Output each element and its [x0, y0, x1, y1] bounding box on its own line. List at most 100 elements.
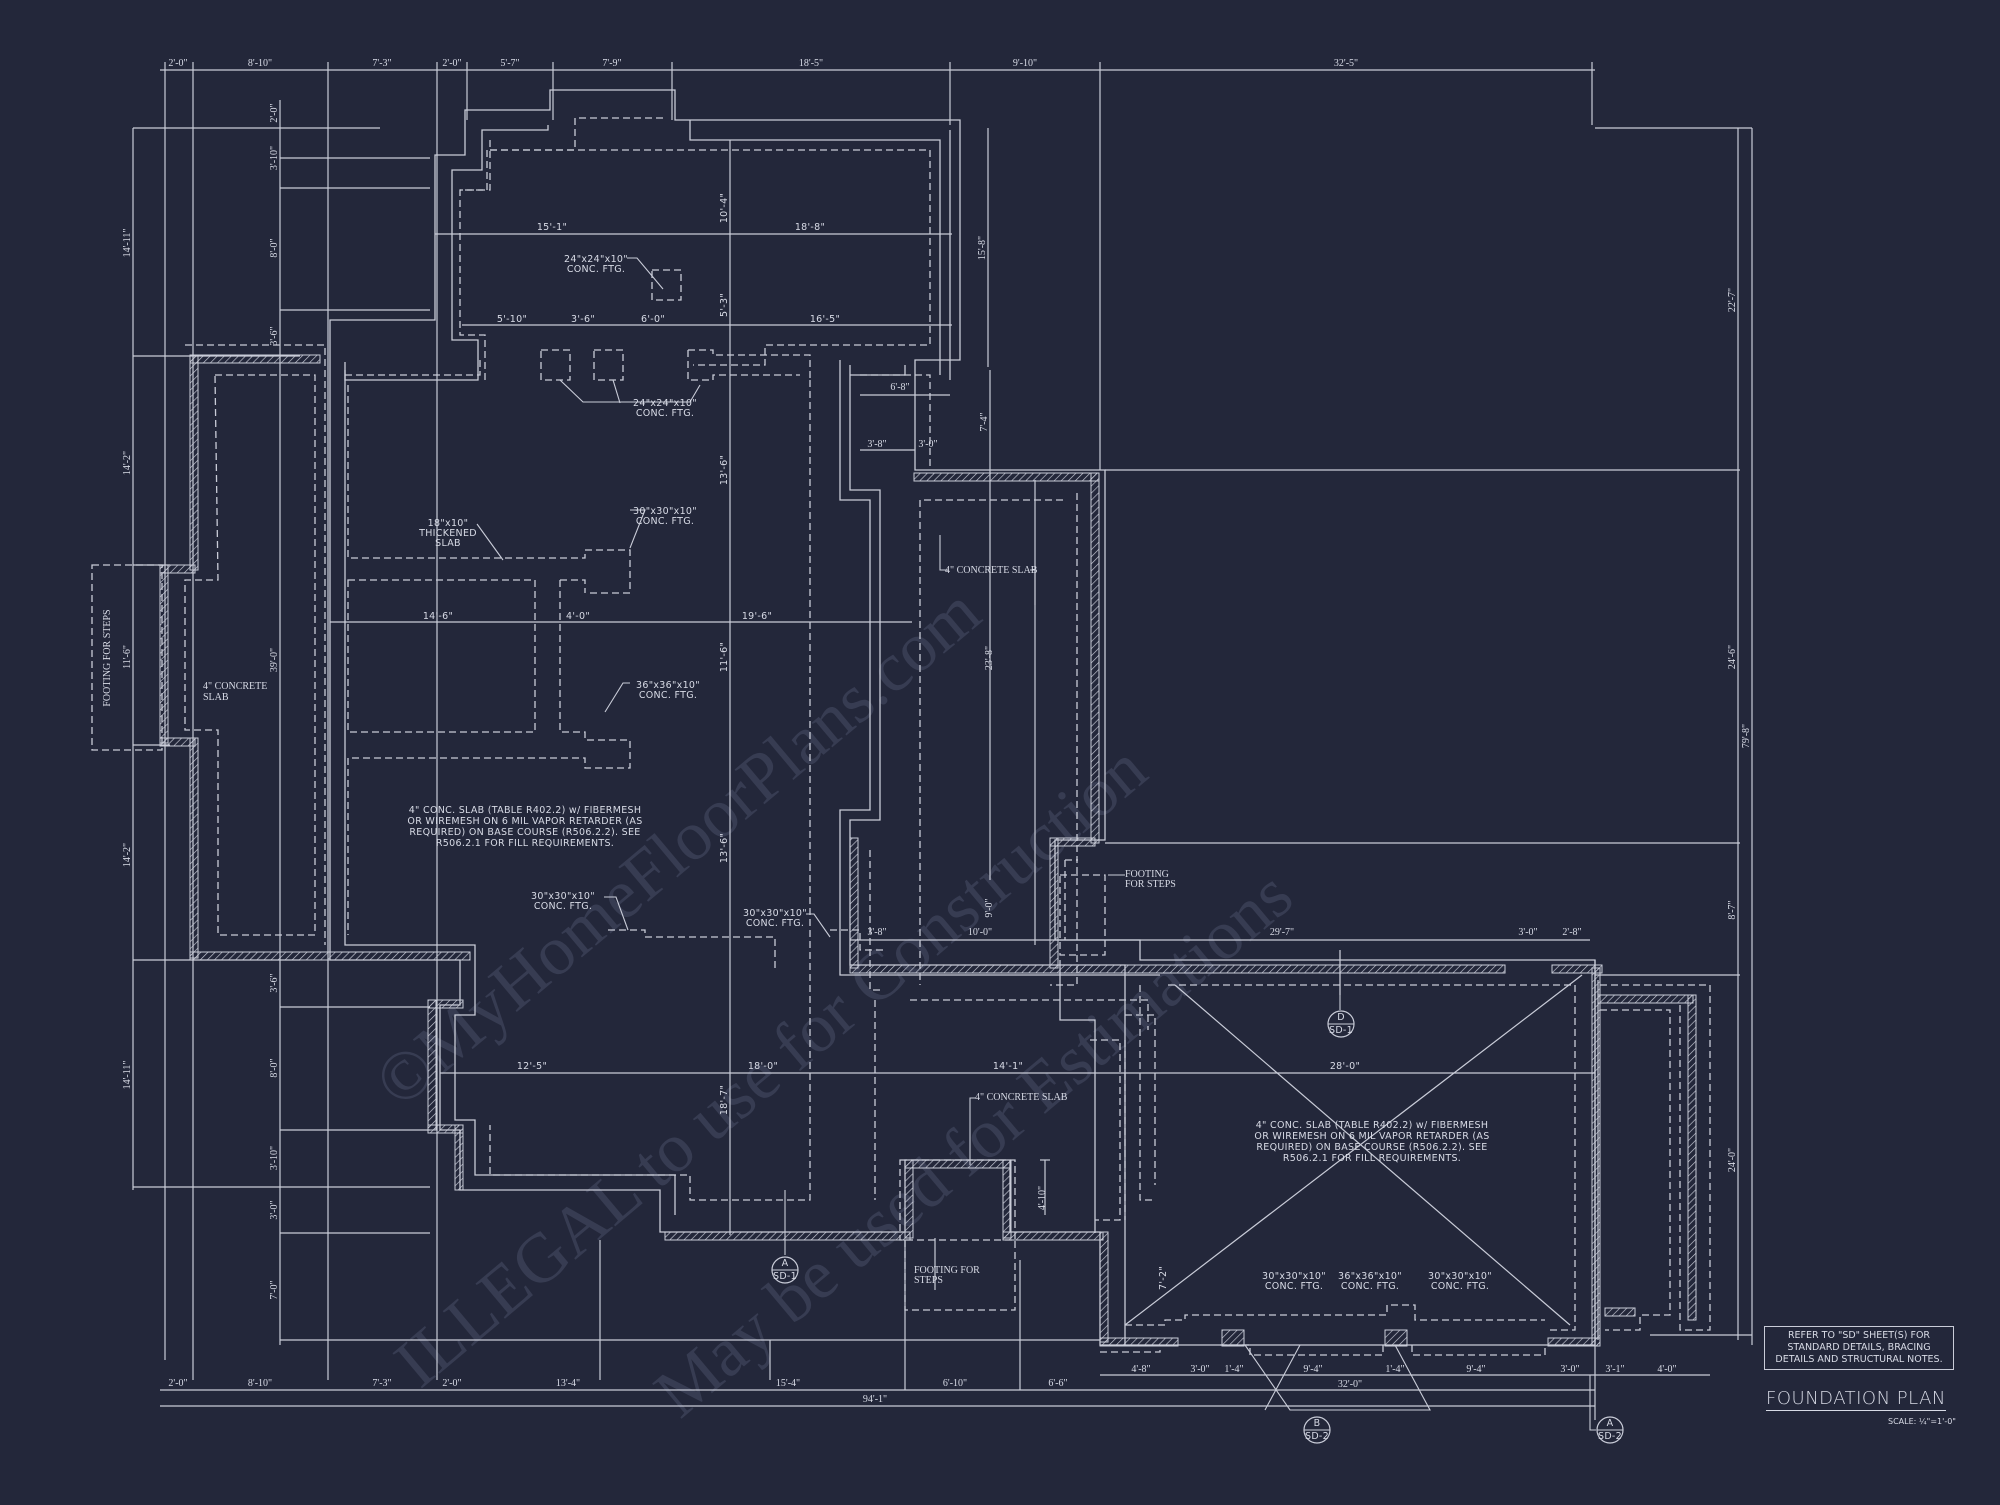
svg-text:24"x24"x10": 24"x24"x10"	[564, 254, 628, 265]
svg-text:24'-6": 24'-6"	[1727, 645, 1738, 669]
svg-text:32'-5": 32'-5"	[1334, 58, 1358, 69]
svg-text:39'-0": 39'-0"	[269, 648, 280, 672]
section-marker-b-sd2[interactable]: B SD-2	[1303, 1416, 1331, 1444]
structural-notes-box: REFER TO "SD" SHEET(S) FOR STANDARD DETA…	[1764, 1326, 1954, 1370]
svg-text:3'-6": 3'-6"	[269, 973, 280, 992]
svg-text:8'-7": 8'-7"	[1727, 900, 1738, 919]
svg-text:6'-0": 6'-0"	[641, 314, 665, 325]
svg-text:7'-2": 7'-2"	[1158, 1266, 1169, 1290]
svg-text:8'-0": 8'-0"	[269, 1058, 280, 1077]
svg-text:SLAB: SLAB	[203, 692, 229, 703]
svg-text:15'-8": 15'-8"	[977, 236, 988, 260]
svg-text:7'-9": 7'-9"	[602, 58, 621, 69]
svg-text:CONC. FTG.: CONC. FTG.	[1265, 1281, 1323, 1292]
svg-text:14'-1": 14'-1"	[993, 1061, 1023, 1072]
svg-text:2'-0": 2'-0"	[269, 103, 280, 122]
svg-text:8'-10": 8'-10"	[248, 1378, 272, 1389]
annotations: 24"x24"x10" CONC. FTG. 24"x24"x10" CONC.…	[102, 254, 1492, 1292]
ftg-24-label-lower: 24"x24"x10" CONC. FTG.	[633, 398, 697, 419]
svg-text:14'-11": 14'-11"	[122, 229, 133, 258]
footing-for-steps-bottom-label: FOOTING FOR STEPS	[914, 1265, 980, 1286]
garage-ftg-left-label: 30"x30"x10" CONC. FTG.	[1262, 1271, 1326, 1292]
svg-text:CONC. FTG.: CONC. FTG.	[534, 901, 592, 912]
svg-text:9'-10": 9'-10"	[1013, 58, 1037, 69]
right-dimensions: 22'-7" 24'-6" 8'-7" 24'-0" 79'-8"	[1727, 288, 1752, 1172]
svg-text:R506.2.1 FOR FILL REQUIREMENTS: R506.2.1 FOR FILL REQUIREMENTS.	[436, 838, 614, 849]
svg-text:24"x24"x10": 24"x24"x10"	[633, 398, 697, 409]
svg-text:18"x10": 18"x10"	[428, 518, 469, 529]
svg-text:FOR STEPS: FOR STEPS	[1125, 879, 1176, 890]
svg-text:2'-0": 2'-0"	[168, 1378, 187, 1389]
svg-text:REQUIRED) ON BASE COURSE (R506: REQUIRED) ON BASE COURSE (R506.2.2). SEE	[409, 827, 640, 838]
svg-text:CONC. FTG.: CONC. FTG.	[639, 690, 697, 701]
section-marker-d-sd1[interactable]: D SD-1	[1327, 1010, 1355, 1038]
svg-text:9'-4": 9'-4"	[1466, 1364, 1485, 1375]
thickened-slab-label: 18"x10" THICKENED SLAB	[418, 518, 477, 549]
svg-text:3'-10": 3'-10"	[269, 1146, 280, 1170]
svg-text:79'-8": 79'-8"	[1741, 724, 1752, 748]
svg-text:13'-6": 13'-6"	[719, 833, 730, 863]
svg-text:22'-7": 22'-7"	[1727, 288, 1738, 312]
concrete-slab-mid-label: 4" CONCRETE SLAB	[945, 565, 1038, 576]
svg-text:94'-1": 94'-1"	[863, 1394, 887, 1405]
garage-ftg-mid-label: 36"x36"x10" CONC. FTG.	[1338, 1271, 1402, 1292]
svg-text:1'-4": 1'-4"	[1224, 1364, 1243, 1375]
footing-for-steps-right-label: FOOTING FOR STEPS	[1125, 869, 1176, 890]
svg-text:18'-5": 18'-5"	[799, 58, 823, 69]
ftg-36-label-a: 36"x36"x10" CONC. FTG.	[636, 680, 700, 701]
svg-text:THICKENED: THICKENED	[418, 528, 477, 539]
svg-text:36"x36"x10": 36"x36"x10"	[636, 680, 700, 691]
concrete-slab-left-label: 4" CONCRETE SLAB	[203, 681, 267, 703]
note-line-1: REFER TO "SD" SHEET(S) FOR	[1787, 1330, 1931, 1341]
svg-text:3'-6": 3'-6"	[571, 314, 595, 325]
svg-text:23'-8": 23'-8"	[984, 646, 995, 670]
svg-text:12'-5": 12'-5"	[517, 1061, 547, 1072]
section-marker-a-sd1[interactable]: A SD-1	[771, 1256, 799, 1284]
hatched-walls	[159, 354, 1697, 1347]
svg-text:SD-1: SD-1	[1329, 1025, 1353, 1036]
svg-text:2'-0": 2'-0"	[442, 58, 461, 69]
svg-text:5'-3": 5'-3"	[719, 293, 730, 317]
svg-text:7'-4": 7'-4"	[979, 412, 990, 431]
svg-text:7'-3": 7'-3"	[372, 1378, 391, 1389]
svg-text:14'-2": 14'-2"	[122, 451, 133, 475]
section-marker-a-sd2[interactable]: A SD-2	[1596, 1416, 1624, 1444]
svg-text:16'-5": 16'-5"	[810, 314, 840, 325]
svg-text:24'-0": 24'-0"	[1727, 1148, 1738, 1172]
svg-text:2'-0": 2'-0"	[442, 1378, 461, 1389]
ftg-30-label-a: 30"x30"x10" CONC. FTG.	[633, 506, 697, 527]
svg-text:SD-2: SD-2	[1305, 1431, 1329, 1442]
svg-text:CONC. FTG.: CONC. FTG.	[636, 408, 694, 419]
sheet-scale: SCALE: ¼"=1'-0"	[1888, 1417, 1956, 1426]
note-line-3: DETAILS AND STRUCTURAL NOTES.	[1775, 1354, 1943, 1365]
svg-text:15'-4": 15'-4"	[776, 1378, 800, 1389]
svg-text:36"x36"x10": 36"x36"x10"	[1338, 1271, 1402, 1282]
svg-text:B: B	[1314, 1418, 1321, 1429]
garage-slab-cross	[1124, 974, 1583, 1326]
garage-slab-note: 4" CONC. SLAB (TABLE R402.2) w/ FIBERMES…	[1254, 1120, 1489, 1164]
ftg-30-label-c: 30"x30"x10" CONC. FTG.	[743, 908, 807, 929]
svg-text:5'-10": 5'-10"	[497, 314, 527, 325]
svg-text:30"x30"x10": 30"x30"x10"	[1262, 1271, 1326, 1282]
concrete-slab-lower-label: 4" CONCRETE SLAB	[975, 1092, 1068, 1103]
svg-text:7'-3": 7'-3"	[372, 58, 391, 69]
svg-text:3'-0": 3'-0"	[1560, 1364, 1579, 1375]
sheet-title: FOUNDATION PLAN	[1766, 1388, 1946, 1411]
svg-text:R506.2.1 FOR FILL REQUIREMENTS: R506.2.1 FOR FILL REQUIREMENTS.	[1283, 1153, 1461, 1164]
svg-text:CONC. FTG.: CONC. FTG.	[567, 264, 625, 275]
svg-text:D: D	[1337, 1012, 1345, 1023]
footing-outlines	[91, 117, 1711, 1356]
svg-text:4'-10": 4'-10"	[1037, 1186, 1048, 1210]
svg-text:6'-10": 6'-10"	[943, 1378, 967, 1389]
svg-text:14'-11": 14'-11"	[122, 1061, 133, 1090]
svg-text:28'-0": 28'-0"	[1330, 1061, 1360, 1072]
svg-text:CONC. FTG.: CONC. FTG.	[636, 516, 694, 527]
svg-text:14'-6": 14'-6"	[423, 611, 453, 622]
svg-text:3'-0": 3'-0"	[918, 439, 937, 450]
svg-text:9'-0": 9'-0"	[984, 898, 995, 917]
svg-text:FOOTING FOR: FOOTING FOR	[914, 1265, 980, 1276]
svg-text:8'-0": 8'-0"	[269, 238, 280, 257]
svg-text:4'-0": 4'-0"	[566, 611, 590, 622]
svg-text:SD-2: SD-2	[1598, 1431, 1622, 1442]
